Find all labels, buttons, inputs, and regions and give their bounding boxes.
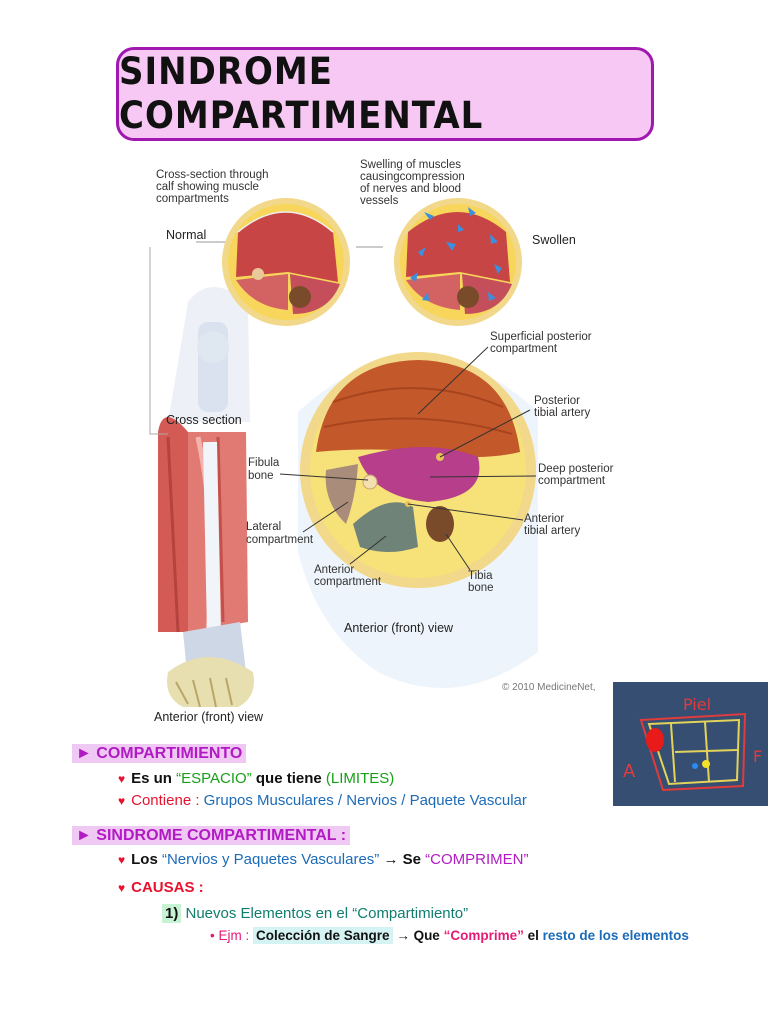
label-deep-posterior-1: Deep posterior xyxy=(538,463,614,475)
label-anterior-comp-1: Anterior xyxy=(314,564,354,576)
section-sindrome-heading: ► SINDROME COMPARTIMENTAL : xyxy=(72,826,351,845)
compartimiento-line-2: ♥Contiene : Grupos Musculares / Nervios … xyxy=(118,792,527,809)
handdrawn-diagram: Piel A F xyxy=(613,682,768,806)
heading-text: COMPARTIMIENTO xyxy=(96,745,243,762)
label-copyright: © 2010 MedicineNet, xyxy=(502,682,596,693)
heading-text: SINDROME COMPARTIMENTAL : xyxy=(96,827,347,844)
causa-example: • Ejm : Colección de Sangre → Que “Compr… xyxy=(210,927,689,944)
label-posterior-tibial-1: Posterior xyxy=(534,395,580,407)
label-lateral-2: compartment xyxy=(246,534,314,546)
sindrome-line-1: ♥Los “Nervios y Paquetes Vasculares” → S… xyxy=(118,851,529,868)
label-swollen: Swollen xyxy=(532,233,576,247)
main-cross-section xyxy=(300,352,536,588)
mini-label-f: F xyxy=(753,747,762,766)
label-anterior-comp-2: compartment xyxy=(314,576,382,588)
sindrome-causas: ♥CAUSAS : xyxy=(118,879,204,896)
label-anterior-view-bottom: Anterior (front) view xyxy=(154,710,264,724)
heart-bullet-icon: ♥ xyxy=(118,853,126,867)
label-anterior-view-center: Anterior (front) view xyxy=(344,621,454,635)
label-cross-section-calf-2: calf showing muscle xyxy=(156,181,259,193)
mini-label-a: A xyxy=(623,761,636,782)
label-superficial-posterior-1: Superficial posterior xyxy=(490,331,592,343)
triangle-arrow-icon: ► xyxy=(76,745,92,762)
title-banner: SINDROME COMPARTIMENTAL xyxy=(116,47,654,141)
section-compartimiento-heading: ► COMPARTIMIENTO xyxy=(72,744,247,763)
label-cross-section-calf-3: compartments xyxy=(156,193,229,205)
label-swelling-3: of nerves and blood xyxy=(360,183,461,195)
label-superficial-posterior-2: compartment xyxy=(490,343,558,355)
mini-label-piel: Piel xyxy=(683,695,711,714)
label-fibula-2: bone xyxy=(248,470,274,482)
normal-cross-section xyxy=(222,198,350,326)
label-deep-posterior-2: compartment xyxy=(538,475,606,487)
handdrawn-sketch: Piel A F xyxy=(613,682,768,806)
label-tibia-1: Tibia xyxy=(468,570,493,582)
label-swelling-1: Swelling of muscles xyxy=(360,159,461,171)
label-cross-section: Cross section xyxy=(166,413,242,427)
label-anterior-tibial-1: Anterior xyxy=(524,513,564,525)
label-swelling-4: vessels xyxy=(360,195,399,207)
triangle-arrow-icon: ► xyxy=(76,827,92,844)
heart-bullet-icon: ♥ xyxy=(118,881,126,895)
heart-bullet-icon: ♥ xyxy=(118,794,126,808)
label-lateral-1: Lateral xyxy=(246,521,281,533)
page-title: SINDROME COMPARTIMENTAL xyxy=(119,50,484,138)
anatomy-illustration: Cross-section through calf showing muscl… xyxy=(128,152,644,732)
anatomy-figure: Cross-section through calf showing muscl… xyxy=(128,152,644,732)
compartimiento-line-1: ♥Es un “ESPACIO” que tiene (LIMITES) xyxy=(118,770,395,787)
label-swelling-2: causingcompression xyxy=(360,171,465,183)
swollen-cross-section xyxy=(394,198,522,326)
causa-item-1: 1) Nuevos Elementos en el “Compartimient… xyxy=(162,904,468,923)
label-normal: Normal xyxy=(166,228,206,242)
label-cross-section-calf-1: Cross-section through xyxy=(156,169,269,181)
leg-drawing xyxy=(158,287,254,708)
label-posterior-tibial-2: tibial artery xyxy=(534,407,590,419)
label-anterior-tibial-2: tibial artery xyxy=(524,525,580,537)
label-fibula-1: Fibula xyxy=(248,457,280,469)
heart-bullet-icon: ♥ xyxy=(118,772,126,786)
label-tibia-2: bone xyxy=(468,582,494,594)
